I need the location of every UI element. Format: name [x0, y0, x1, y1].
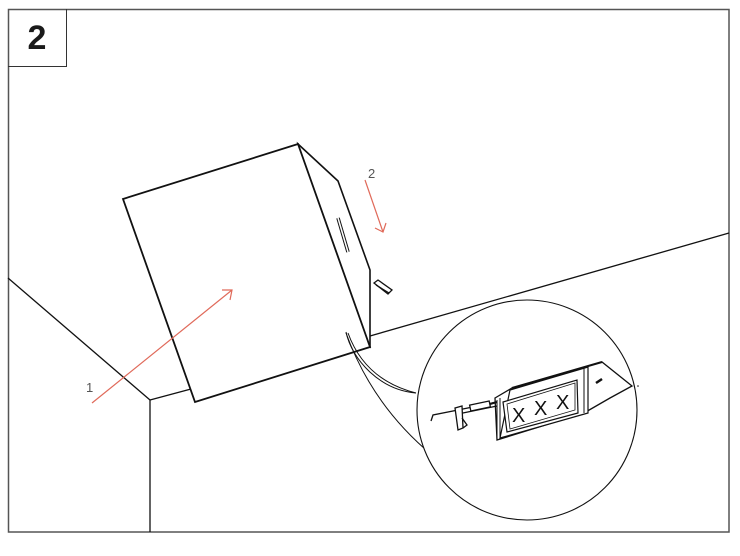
wall-bracket-icon [372, 279, 394, 295]
detail-x-marks: X X X [512, 392, 569, 427]
step-number: 2 [27, 18, 47, 57]
x-mark-3: X [556, 392, 569, 414]
caulking-gun-icon [430, 400, 498, 431]
x-mark-2: X [534, 398, 547, 420]
cabinet-front-face [121, 142, 372, 404]
arrow-2 [364, 179, 387, 233]
floor-line-right [369, 232, 730, 337]
cabinet [121, 141, 372, 404]
floor-line-left [149, 388, 192, 401]
arrow-2-label: 2 [368, 166, 375, 181]
outer-frame [7, 8, 730, 533]
arrow-1-label: 1 [86, 380, 93, 395]
tick-mark [637, 385, 639, 387]
callout-curve-a [347, 332, 417, 394]
detail-cabinet-icon [494, 361, 634, 441]
step-number-box: 2 [8, 9, 67, 67]
callout-curve-b [345, 332, 433, 456]
arrow-1 [91, 289, 233, 404]
x-mark-1: X [512, 405, 525, 427]
cabinet-slot-inner [337, 217, 349, 253]
left-wall-line [7, 277, 151, 401]
room-corner [7, 232, 730, 532]
